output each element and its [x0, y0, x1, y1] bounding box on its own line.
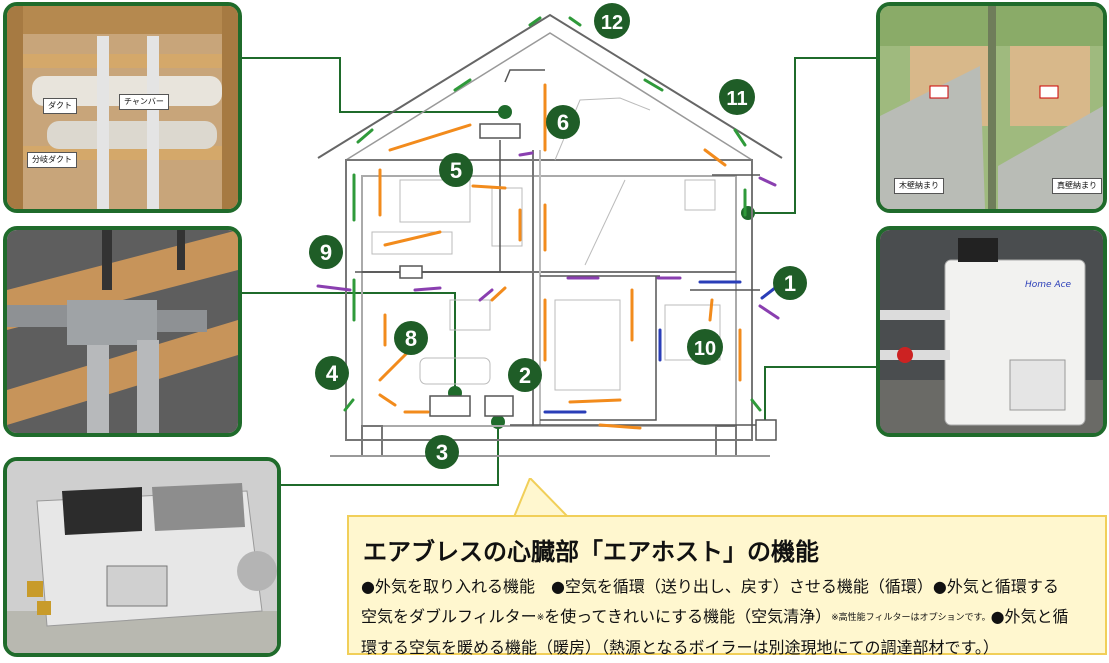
marker-2: 2 — [508, 358, 542, 392]
arrow-orange — [708, 298, 714, 322]
house-inner-wall — [361, 175, 737, 427]
arrow-orange — [490, 286, 507, 302]
wall-label-1: 木壁納まり — [894, 178, 944, 194]
svg-text:3: 3 — [436, 440, 448, 465]
arrow-orange — [471, 184, 507, 190]
callout-line-2-part-a: 空気をダブルフィルター — [361, 607, 537, 626]
svg-text:10: 10 — [694, 338, 716, 360]
svg-text:8: 8 — [405, 326, 417, 351]
marker-6: 6 — [546, 105, 580, 139]
marker-5: 5 — [439, 153, 473, 187]
callout-line-2: 空気をダブルフィルター※を使ってきれいにする機能（空気清浄）※高性能フィルターは… — [361, 602, 1096, 633]
bed — [371, 231, 453, 255]
duct-label-2: チャンバー — [119, 94, 169, 110]
arrow-green — [453, 78, 472, 92]
arrow-purple — [316, 284, 352, 292]
arrow-orange — [383, 230, 442, 247]
arrow-purple — [413, 286, 442, 292]
callout-footnote: ※高性能フィルターはオプションです。 — [831, 613, 991, 623]
boiler-box — [755, 419, 777, 441]
svg-text:12: 12 — [601, 12, 623, 34]
bath-tile — [664, 304, 721, 361]
sofa — [419, 357, 491, 385]
arrow-orange — [378, 348, 412, 382]
arrow-green — [568, 16, 582, 27]
arrow-orange — [703, 148, 727, 167]
callout-title: エアブレスの心臓部「エアホスト」の機能 — [363, 538, 819, 566]
photo-attic-ducts: ダクト チャンバー 分岐ダクト — [3, 2, 242, 213]
svg-text:9: 9 — [320, 240, 332, 265]
arrow-blue — [760, 286, 777, 300]
frame-living — [449, 299, 491, 331]
roof-outer — [317, 13, 783, 159]
marker-8: 8 — [394, 321, 428, 355]
marker-4: 4 — [315, 356, 349, 390]
arrow-green — [356, 128, 374, 144]
photo-wall-finishes: 木壁納まり 真壁納まり — [876, 2, 1107, 213]
arrow-orange — [388, 123, 472, 152]
svg-text:4: 4 — [326, 361, 339, 386]
roof-inner — [345, 32, 753, 161]
photo-boiler: Home Ace — [876, 226, 1107, 437]
filter-box — [484, 395, 514, 417]
boiler-image — [880, 230, 1103, 433]
exhaust-duct-top — [504, 69, 545, 83]
attic-ducts-image — [7, 6, 238, 209]
marker-12: 12 — [594, 3, 630, 39]
airhost-function-callout: エアブレスの心臓部「エアホスト」の機能 ●外気を取り入れる機能 ●空気を循環（送… — [347, 515, 1107, 657]
airhost-unit-image — [7, 461, 277, 653]
marker-3: 3 — [425, 435, 459, 469]
marker-1: 1 — [773, 266, 807, 300]
toilet-window — [684, 179, 716, 211]
arrow-purple — [518, 151, 534, 157]
arrow-orange — [378, 393, 397, 407]
callout-line-2-part-d: ●外気と循 — [990, 607, 1069, 626]
photo-underfloor-ducts — [3, 226, 242, 437]
underfloor-ducts-image — [7, 230, 238, 433]
callout-pointer — [512, 478, 571, 518]
callout-body: ●外気を取り入れる機能 ●空気を循環（送り出し、戻す）させる機能（循環）●外気と… — [361, 572, 1096, 663]
marker-11: 11 — [719, 79, 755, 115]
boiler-brand: Home Ace — [1025, 280, 1072, 290]
svg-text:6: 6 — [557, 110, 569, 135]
callout-footnote-mark: ※ — [536, 613, 545, 623]
marker-9: 9 — [309, 235, 343, 269]
arrow-green — [528, 16, 542, 27]
arrow-green — [733, 128, 747, 147]
duct-box — [399, 265, 423, 279]
duct-return — [540, 276, 657, 421]
ladder — [584, 179, 626, 266]
stairs — [554, 299, 621, 391]
callout-line-1: ●外気を取り入れる機能 ●空気を循環（送り出し、戻す）させる機能（循環）●外気と… — [361, 577, 1059, 596]
arrow-orange — [598, 423, 642, 430]
arrow-orange — [568, 398, 622, 404]
callout-line-2-part-c: を使ってきれいにする機能（空気清浄） — [544, 607, 832, 626]
arrow-purple — [478, 288, 494, 302]
svg-text:11: 11 — [726, 88, 747, 110]
window-bedroom — [399, 179, 471, 223]
house-outer-wall — [345, 159, 753, 441]
svg-text:2: 2 — [519, 363, 531, 388]
svg-text:5: 5 — [450, 158, 462, 183]
duct-label-3: 分岐ダクト — [27, 152, 77, 168]
arrow-purple — [758, 304, 780, 320]
airhost-box — [429, 395, 471, 417]
wall-label-2: 真壁納まり — [1052, 178, 1102, 194]
arrow-purple — [758, 176, 777, 187]
arrow-green — [343, 398, 355, 412]
marker-10: 10 — [687, 329, 723, 365]
photo-airhost-unit — [3, 457, 281, 657]
callout-line-3: 環する空気を暖める機能（暖房）（熱源となるボイラーは別途現地にての調達部材です。… — [361, 638, 999, 657]
arrow-green — [643, 78, 664, 92]
duct-label-1: ダクト — [43, 98, 77, 114]
closet — [491, 187, 523, 247]
attic-chamber — [479, 123, 521, 139]
arrow-green — [750, 398, 762, 412]
svg-text:1: 1 — [784, 271, 796, 296]
